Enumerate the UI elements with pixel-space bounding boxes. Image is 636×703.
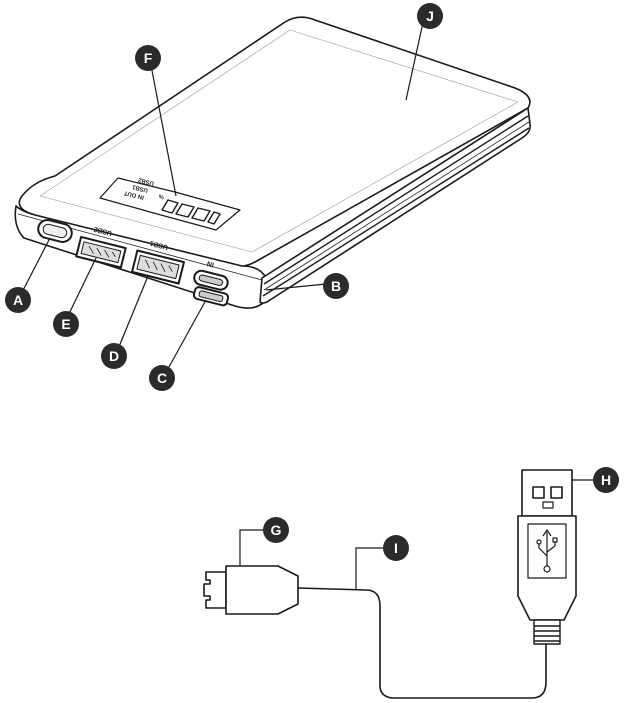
display-usb2-label: USB2 [137,176,155,186]
usb-symbol-frame [527,523,567,579]
power-bank [14,16,531,309]
usb1-label: USB1 [149,239,169,250]
side-groove-3 [262,127,530,297]
svg-text:E: E [61,316,70,332]
svg-text:H: H [601,472,611,488]
leader-D [115,275,149,355]
svg-text:A: A [13,292,23,308]
leader-B [265,283,327,291]
leader-F [149,59,177,197]
micro-usb-port [192,286,230,307]
usb2-label: USB2 [93,225,113,236]
leader-I [355,547,384,590]
in-label: IN [206,259,214,267]
callout-G: G [263,517,289,543]
callout-I: I [383,535,409,561]
leader-lines [17,17,594,590]
digit-4 [207,211,221,225]
svg-text:B: B [331,278,341,294]
display-percent-label: % [158,192,165,199]
svg-text:C: C [157,370,167,386]
digit-2 [175,203,195,218]
usb1-port [131,249,185,285]
callout-B: B [323,273,349,299]
svg-text:G: G [271,522,282,538]
usb-a-hole-right [550,486,563,499]
svg-text:I: I [394,540,398,556]
callout-C: C [149,365,175,391]
leader-E [65,257,97,321]
svg-text:F: F [144,50,153,66]
digit-3 [191,207,211,222]
usb-symbol-icon [536,529,558,573]
side-groove-1 [263,115,529,285]
micro-usb-plug-body [225,565,299,615]
device-text: USB2 USB1 IN IN OUT USB1 USB2 % [93,176,215,268]
cable-wire [297,587,547,699]
callout-F: F [135,45,161,71]
side-groove-2 [263,121,530,291]
svg-text:J: J [426,8,434,24]
callout-E: E [53,311,79,337]
callout-H: H [593,467,619,493]
usb-a-small-rect [542,501,554,509]
callout-A: A [5,287,31,313]
usb2-port [75,235,127,269]
power-bank-top-rim [39,29,519,253]
usb-cable [203,469,577,703]
usb-a-plug-body [517,515,577,621]
micro-usb-plug-tip [203,571,227,609]
callout-D: D [101,343,127,369]
cable-wire-inner [298,596,552,703]
usb-a-plug-metal [521,469,573,517]
power-button-inner [42,223,68,239]
display-in-out-label: IN OUT [123,189,145,200]
strain-relief [533,619,561,645]
leader-J [405,17,425,101]
callout-J: J [417,3,443,29]
power-bank-side-face [259,107,531,304]
usbc-in-port [193,269,229,291]
svg-text:D: D [109,348,119,364]
leader-C [163,299,207,377]
usb-a-hole-left [532,486,545,499]
display-usb1-label: USB1 [131,183,149,193]
digit-1 [161,199,179,214]
leader-G [239,529,264,566]
